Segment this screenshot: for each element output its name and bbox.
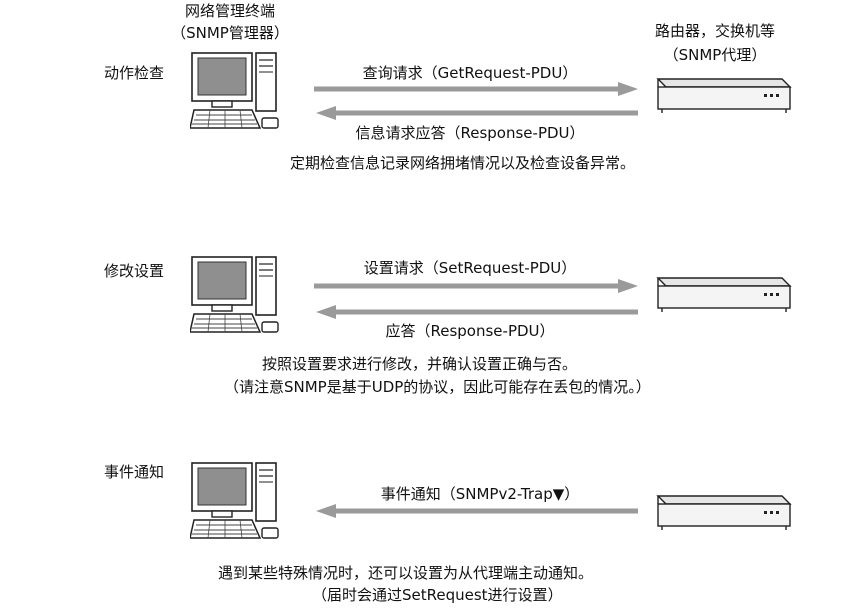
section-label-event: 事件通知 (104, 463, 165, 481)
arrow-right-icon (314, 82, 638, 96)
section-label-settings: 修改设置 (104, 262, 165, 280)
arrow-right-icon (314, 279, 638, 293)
section-note: （届时会通过SetRequest进行设置） (312, 586, 563, 604)
response-label: 信息请求应答（Response-PDU） (355, 124, 585, 142)
section-label-check: 动作检查 (104, 64, 165, 82)
section-note: （请注意SNMP是基于UDP的协议，因此可能存在丢包的情况。） (224, 378, 651, 396)
agent-subtitle: （SNMP代理） (663, 46, 767, 64)
arrow-left-icon (316, 504, 638, 518)
request-label: 查询请求（GetRequest-PDU） (362, 64, 578, 82)
manager-subtitle: （SNMP管理器） (171, 24, 289, 42)
request-label: 设置请求（SetRequest-PDU） (363, 259, 577, 277)
arrow-left-icon (316, 305, 638, 319)
section-note: 按照设置要求进行修改，并确认设置正确与否。 (262, 355, 578, 373)
response-label: 应答（Response-PDU） (385, 322, 555, 340)
section-note: 定期检查信息记录网络拥堵情况以及检查设备异常。 (290, 154, 636, 172)
arrow-left-icon (316, 106, 638, 120)
computer-icon (190, 462, 290, 542)
computer-icon (190, 256, 290, 336)
router-icon (654, 492, 794, 532)
computer-icon (190, 52, 290, 132)
router-icon (654, 75, 794, 115)
router-icon (654, 274, 794, 314)
trap-label: 事件通知（SNMPv2-Trap▼） (380, 485, 580, 503)
agent-title: 路由器，交换机等 (654, 22, 775, 40)
manager-title: 网络管理终端 (184, 2, 275, 20)
section-note: 遇到某些特殊情况时，还可以设置为从代理端主动通知。 (218, 564, 594, 582)
